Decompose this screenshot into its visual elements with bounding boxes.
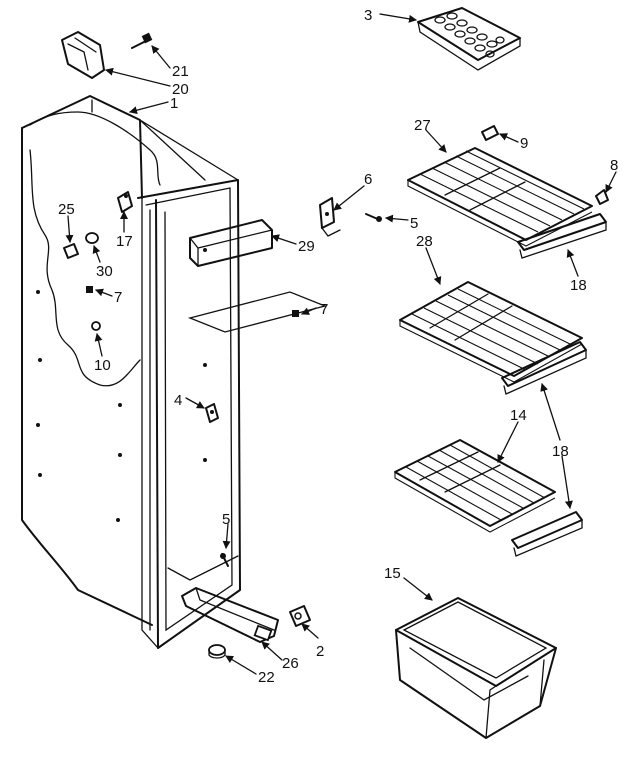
callout-10: 10: [94, 357, 111, 374]
wire-shelf-28: [399, 281, 583, 383]
callout-15: 15: [384, 565, 401, 582]
callout-14: 14: [510, 407, 527, 424]
bottom-hinge-26: [181, 587, 279, 643]
callout-9: 9: [520, 135, 528, 152]
screw-5-bottom: [220, 553, 229, 567]
leader-lines: [65, 13, 617, 675]
hinge-pin-2: [289, 605, 311, 627]
callout-25: 25: [58, 201, 75, 218]
top-hinge-bracket: [61, 31, 105, 79]
wire-shelf-27: [407, 147, 593, 247]
callout-21: 21: [172, 63, 189, 80]
shelf-rail-18-middle: [501, 341, 587, 395]
hinge-screw: [131, 32, 153, 49]
callout-2: 2: [316, 643, 324, 660]
screw-5-top: [365, 213, 382, 222]
callout-5-top: 5: [410, 215, 418, 232]
callout-4: 4: [174, 392, 182, 409]
shelf-rail-18-bottom: [511, 511, 583, 557]
callout-1: 1: [170, 95, 178, 112]
screw-7-right: [292, 310, 299, 317]
callout-26: 26: [282, 655, 299, 672]
callout-5-bottom: 5: [222, 511, 230, 528]
knob-30: [85, 232, 99, 244]
wire-shelf-14: [394, 439, 556, 533]
callout-20: 20: [172, 81, 189, 98]
freezer-liner: [21, 95, 241, 649]
part-10: [91, 321, 101, 331]
shelf-clip-8: [595, 189, 609, 205]
storage-bin-15: [395, 597, 557, 739]
shelf-rail-18-top: [517, 213, 607, 259]
thermostat-17: [117, 191, 133, 213]
callout-labels: 1 2 3 4 5 5 6 7 7 8 9 10 14 15 17 18 18 …: [58, 7, 618, 686]
mounting-bracket-6: [319, 197, 341, 237]
callout-27: 27: [414, 117, 431, 134]
callout-7-left: 7: [114, 289, 122, 306]
callout-18-bottom: 18: [552, 443, 569, 460]
callout-6: 6: [364, 171, 372, 188]
callout-29: 29: [298, 238, 315, 255]
callout-18-top: 18: [570, 277, 587, 294]
shelf-clip-9: [481, 125, 499, 141]
light-cover-outline: [187, 291, 328, 333]
leveling-foot-22: [208, 644, 226, 659]
screw-7-left: [86, 286, 93, 293]
callout-7-right: 7: [320, 301, 328, 318]
callout-28: 28: [416, 233, 433, 250]
callout-8: 8: [610, 157, 618, 174]
latch-4: [205, 403, 219, 423]
callout-17: 17: [116, 233, 133, 250]
control-panel-29: [189, 219, 273, 267]
ice-cube-tray: [417, 7, 521, 71]
callout-3: 3: [364, 7, 372, 24]
callout-22: 22: [258, 669, 275, 686]
callout-30: 30: [96, 263, 113, 280]
clip-25: [63, 243, 79, 259]
